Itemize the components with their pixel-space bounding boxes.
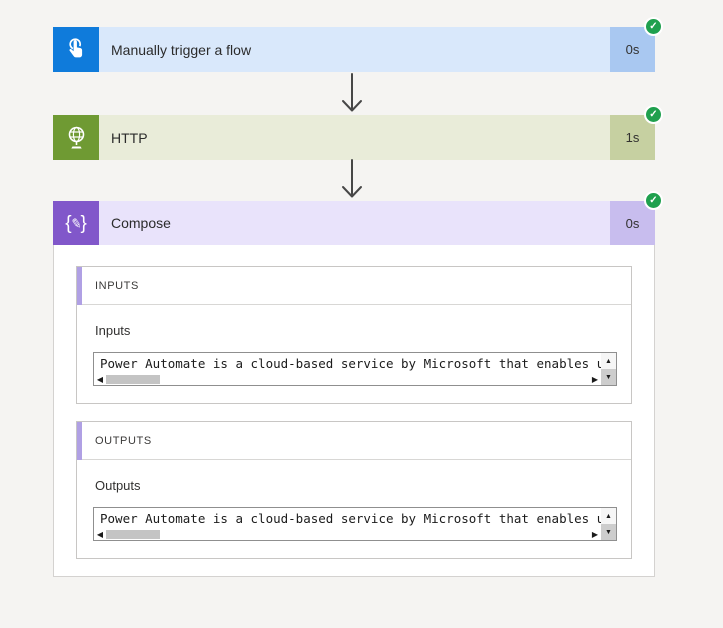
step-title: HTTP [111, 129, 148, 146]
success-check-icon: ✓ [644, 191, 663, 210]
compose-details-card: {✎} Compose 0s ✓ INPUTS Inputs Power Aut… [53, 191, 663, 577]
horizontal-scrollbar[interactable]: ◀ ▶ [94, 529, 601, 540]
inputs-textbox[interactable]: Power Automate is a cloud-based service … [93, 352, 617, 386]
scroll-left-icon[interactable]: ◀ [96, 529, 104, 539]
scroll-left-icon[interactable]: ◀ [96, 374, 104, 384]
inputs-section-header: INPUTS [77, 267, 631, 305]
outputs-section-header: OUTPUTS [77, 422, 631, 460]
scroll-down-icon[interactable]: ▼ [601, 524, 616, 540]
horizontal-scrollbar[interactable]: ◀ ▶ [94, 374, 601, 385]
success-check-icon: ✓ [644, 105, 663, 124]
step-title-bar[interactable]: Manually trigger a flow [99, 27, 610, 72]
connector-arrow-icon [342, 73, 362, 112]
inputs-field-label: Inputs [95, 323, 131, 338]
step-manual-trigger[interactable]: Manually trigger a flow 0s ✓ [53, 17, 663, 72]
scrollbar-thumb[interactable] [106, 375, 160, 384]
scrollbar-thumb[interactable] [106, 530, 160, 539]
manual-trigger-icon [53, 27, 99, 72]
inputs-textbox-value[interactable]: Power Automate is a cloud-based service … [100, 356, 601, 371]
step-title-bar[interactable]: Compose [99, 201, 610, 245]
step-title: Compose [111, 215, 171, 231]
vertical-scrollbar[interactable]: ▲ ▼ [601, 353, 616, 385]
scroll-right-icon[interactable]: ▶ [591, 374, 599, 384]
inputs-section-title: INPUTS [95, 279, 139, 292]
step-title-bar[interactable]: HTTP [99, 115, 610, 160]
compose-icon: {✎} [53, 201, 99, 245]
scroll-up-icon[interactable]: ▲ [601, 353, 616, 369]
outputs-section: OUTPUTS Outputs Power Automate is a clou… [76, 421, 632, 559]
step-duration: 0s [610, 27, 655, 72]
connector-arrow-icon [342, 159, 362, 198]
scroll-down-icon[interactable]: ▼ [601, 369, 616, 385]
outputs-textbox-value[interactable]: Power Automate is a cloud-based service … [100, 511, 601, 526]
step-compose[interactable]: {✎} Compose 0s ✓ [53, 191, 663, 245]
scroll-right-icon[interactable]: ▶ [591, 529, 599, 539]
globe-icon [53, 115, 99, 160]
duration-value: 0s [625, 215, 640, 231]
duration-value: 1s [625, 130, 640, 145]
section-accent-bar [77, 422, 82, 460]
scroll-up-icon[interactable]: ▲ [601, 508, 616, 524]
outputs-section-title: OUTPUTS [95, 434, 152, 447]
step-http[interactable]: HTTP 1s ✓ [53, 105, 663, 160]
outputs-field-label: Outputs [95, 478, 141, 493]
step-title: Manually trigger a flow [111, 41, 252, 58]
section-accent-bar [77, 267, 82, 305]
success-check-icon: ✓ [644, 17, 663, 36]
inputs-section: INPUTS Inputs Power Automate is a cloud-… [76, 266, 632, 404]
duration-value: 0s [625, 42, 640, 57]
outputs-textbox[interactable]: Power Automate is a cloud-based service … [93, 507, 617, 541]
vertical-scrollbar[interactable]: ▲ ▼ [601, 508, 616, 540]
